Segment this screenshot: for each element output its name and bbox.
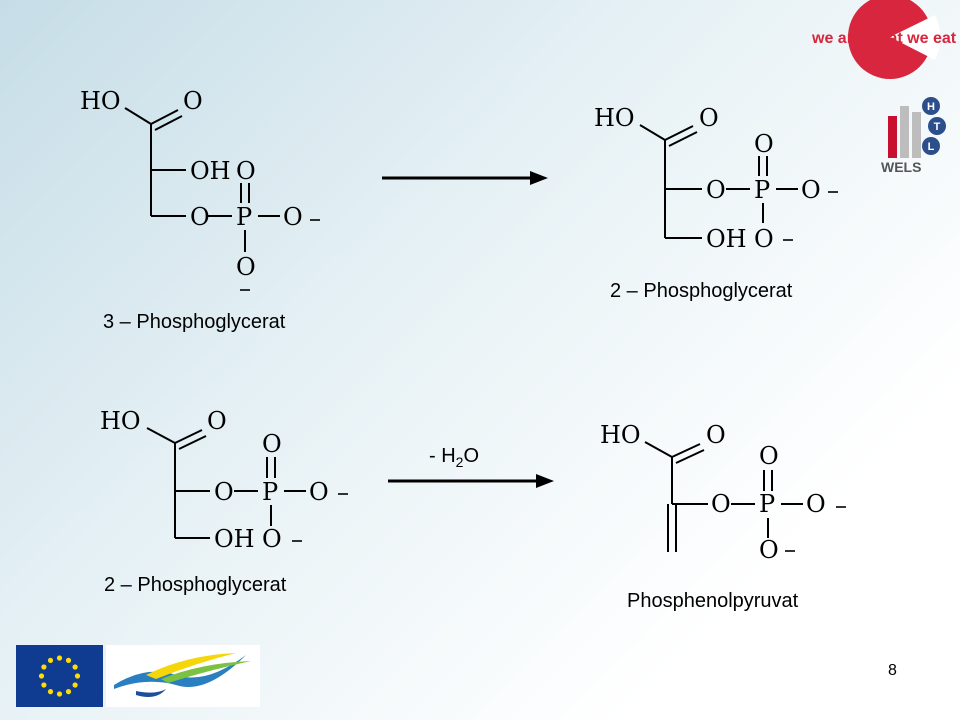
atom-o: O	[190, 203, 210, 231]
atom-o: O	[207, 407, 227, 435]
label-2-phosphoglycerat-bottom: 2 – Phosphoglycerat	[104, 574, 287, 596]
svg-text:H: H	[927, 101, 935, 113]
atom-o: O	[699, 104, 719, 132]
atom-o: O	[262, 430, 282, 458]
atom-o: O	[236, 157, 256, 185]
lifelong-learning-logo	[106, 645, 260, 707]
label-3-phosphoglycerat: 3 – Phosphoglycerat	[103, 311, 286, 333]
water-elimination-label: - H2O	[429, 445, 480, 470]
label-phosphenolpyruvat: Phosphenolpyruvat	[627, 590, 799, 612]
wels-htl-logo: H T L WELS	[881, 97, 946, 175]
atom-o: O	[711, 490, 731, 518]
atom-o: O	[236, 253, 256, 281]
atom-o: O	[754, 225, 774, 253]
atom-p: P	[759, 490, 775, 518]
atom-o: O	[309, 478, 329, 506]
svg-text:L: L	[928, 141, 935, 153]
eu-flag-logo	[16, 645, 103, 707]
atom-ho: HO	[594, 104, 635, 132]
atom-oh: OH	[706, 225, 747, 253]
reaction-arrow-2	[388, 474, 554, 488]
atom-o: O	[706, 176, 726, 204]
structure-2-phosphoglycerat-top: HO O O P O O OH O	[594, 104, 838, 253]
label-2-phosphoglycerat-top: 2 – Phosphoglycerat	[610, 280, 793, 302]
atom-o: O	[262, 525, 282, 553]
gear-h-icon	[922, 97, 940, 115]
structure-2-phosphoglycerat-bottom: HO O O P O O OH O	[100, 407, 348, 553]
atom-o: O	[759, 442, 779, 470]
atom-o: O	[706, 421, 726, 449]
eu-stars-icon	[38, 655, 81, 697]
we-are-what-we-eat-logo: we are what we eat	[811, 0, 957, 79]
atom-p: P	[236, 203, 252, 231]
atom-ho: HO	[80, 87, 121, 115]
gear-t-icon	[928, 117, 946, 135]
reaction-arrow-1	[382, 171, 548, 185]
structure-3-phosphoglycerat: HO O OH O P O O O	[80, 87, 320, 291]
atom-o: O	[183, 87, 203, 115]
arrow-head-icon	[536, 474, 554, 488]
atom-o: O	[214, 478, 234, 506]
svg-text:T: T	[934, 121, 941, 133]
atom-o: O	[806, 490, 826, 518]
atom-ho: HO	[600, 421, 641, 449]
atom-p: P	[754, 176, 770, 204]
atom-oh: OH	[214, 525, 255, 553]
atom-o: O	[801, 176, 821, 204]
atom-o: O	[283, 203, 303, 231]
wels-label: WELS	[881, 159, 921, 175]
page-number: 8	[888, 662, 897, 679]
atom-p: P	[262, 478, 278, 506]
swoosh-logo-icon	[114, 653, 251, 697]
atom-o: O	[759, 536, 779, 564]
arrow-head-icon	[530, 171, 548, 185]
atom-ho: HO	[100, 407, 141, 435]
gear-l-icon	[922, 137, 940, 155]
brand-slogan: we are what we eat	[811, 30, 957, 47]
red-circle-logo	[848, 0, 932, 79]
atom-o: O	[754, 130, 774, 158]
structure-phosphenolpyruvat: HO O O P O O O	[600, 421, 846, 564]
atom-oh: OH	[190, 157, 231, 185]
